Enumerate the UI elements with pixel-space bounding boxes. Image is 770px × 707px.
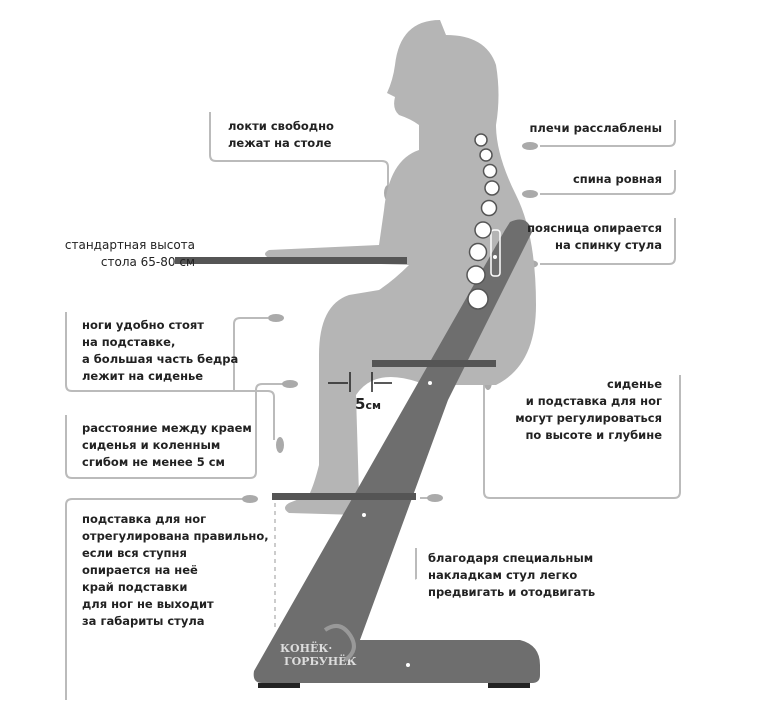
- chair-screws: [362, 255, 497, 667]
- label-footrest-edge: край подставки для ног не выходит за габ…: [82, 580, 214, 628]
- svg-text:КОНЁК·: КОНЁК·: [280, 641, 332, 655]
- table-edge: [175, 257, 407, 264]
- label-lumbar: поясница опирается на спинку стула: [527, 221, 662, 252]
- label-shoulders: плечи расслаблены: [529, 121, 662, 135]
- gap-unit: см: [365, 399, 381, 412]
- label-back: спина ровная: [572, 172, 662, 186]
- gap-value: 5: [355, 395, 366, 413]
- label-elbows: локти свободно лежат на столе: [228, 119, 334, 150]
- spine-vertebrae: [466, 133, 500, 310]
- backrest-slot: [490, 229, 501, 277]
- glide-right: [488, 683, 530, 688]
- label-table-height: стандартная высота стола 65-80 см: [64, 238, 195, 269]
- label-footrest-ok: подставка для ног отрегулирована правиль…: [82, 512, 269, 577]
- footrest: [272, 493, 416, 500]
- seat: [372, 360, 496, 367]
- gap-measure: 5см: [355, 396, 381, 414]
- svg-text:ГОРБУНЁК: ГОРБУНЁК: [284, 654, 357, 668]
- child-silhouette: [265, 20, 536, 515]
- gap-marker: [328, 372, 392, 392]
- label-seat-adjust: сиденье и подставка для ног могут регули…: [515, 377, 662, 442]
- chair: [253, 219, 540, 684]
- label-legs: ноги удобно стоят на подставке, а больша…: [82, 318, 239, 383]
- label-knee-gap: расстояние между краем сиденья и коленны…: [82, 421, 252, 469]
- glide-left: [258, 683, 300, 688]
- brand-logo: КОНЁК· ГОРБУНЁК: [280, 624, 357, 668]
- label-glides: благодаря специальным накладкам стул лег…: [428, 551, 596, 599]
